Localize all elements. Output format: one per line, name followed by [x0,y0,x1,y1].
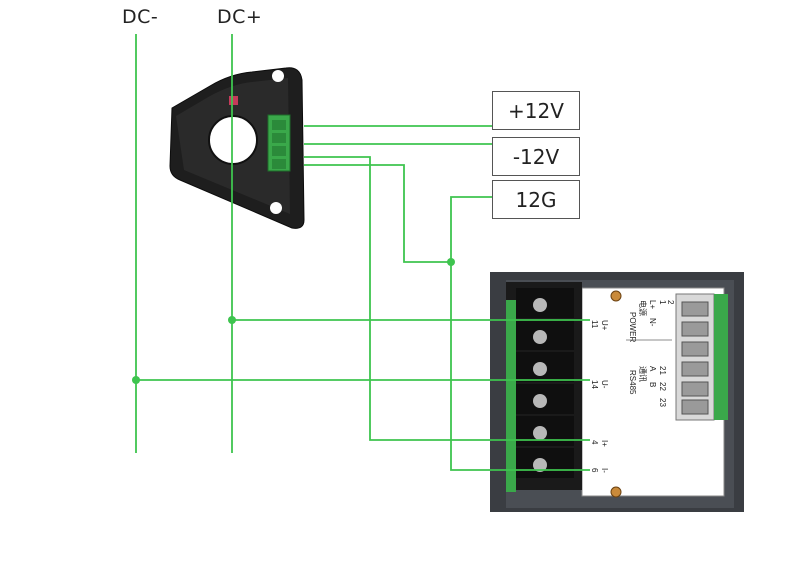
comm-signal-a: A [648,366,657,372]
sensor-mount-hole-bottom [270,202,282,214]
terminal-label-u-plus: U+ [600,320,609,331]
terminal-label-i-plus: I+ [600,440,609,447]
header-slot-3 [681,341,709,357]
junction-dc-plus [228,316,236,324]
supply-plus12v-label: +12V [508,98,564,123]
meter: U+ 11 U- 14 I+ 4 I- 6 1 2 L+ N- 电源 POWER [490,272,744,512]
terminal-5 [516,416,574,446]
wire-sensor-gnd [304,164,451,263]
terminal-label-u-minus: U- [600,380,609,389]
comm-en-label: RS485 [628,370,637,395]
screw-icon [533,330,547,344]
dc-plus-label: DC+ [217,6,263,28]
sensor-pin-1 [272,120,286,130]
sensor-indicator [229,96,238,105]
terminal-label-column: U+ 11 U- 14 I+ 4 I- 6 [590,320,609,473]
power-signal-n: N- [648,318,657,327]
terminal-label-4: 4 [590,440,599,445]
power-pin-1: 1 [658,300,667,305]
wires [135,34,590,471]
supply-gnd-label: 12G [515,187,557,212]
screw-icon [533,362,547,376]
junction-dots [132,258,455,384]
pin-header-green [714,294,728,420]
comm-label-block: 21 22 23 A B 通讯 RS485 [628,366,667,407]
header-slot-6 [681,399,709,415]
power-label-block: 1 2 L+ N- 电源 POWER [628,300,675,342]
sensor-mount-hole-top [272,70,284,82]
wire-sensor-iplus [304,156,590,441]
hall-sensor [169,67,305,229]
comm-pin-23: 23 [658,398,667,407]
power-cn-label: 电源 [638,300,648,316]
brass-screw-bottom-icon [610,486,622,498]
terminal-screws [516,288,574,478]
sensor-pin-2 [272,133,286,143]
junction-dc-minus [132,376,140,384]
terminal-1 [516,288,574,318]
header-slot-2 [681,321,709,337]
brass-screw-top-icon [610,290,622,302]
terminal-2 [516,320,574,350]
power-signal-l: L+ [648,300,657,309]
terminal-label-i-minus: I- [600,468,609,473]
power-pin-2: 2 [666,300,675,305]
supply-plus12v-box: +12V [492,91,580,130]
comm-cn-label: 通讯 [638,366,648,382]
comm-pin-21: 21 [658,366,667,375]
dc-minus-label: DC- [122,6,159,28]
terminal-4 [516,384,574,414]
terminal-label-14: 14 [590,380,599,389]
header-slot-4 [681,361,709,377]
sensor-pin-3 [272,146,286,156]
screw-icon [533,458,547,472]
supply-minus12v-box: -12V [492,137,580,176]
comm-signal-b: B [648,382,657,387]
terminal-label-11: 11 [590,320,599,329]
terminal-6 [516,448,574,478]
pin-header-slots [681,301,709,415]
header-slot-5 [681,381,709,397]
wire-gnd-iminus [450,196,590,471]
screw-icon [533,426,547,440]
supply-minus12v-label: -12V [512,144,560,169]
screw-icon [533,394,547,408]
terminal-3 [516,352,574,382]
supply-gnd-box: 12G [492,180,580,219]
comm-pin-22: 22 [658,382,667,391]
sensor-aperture [208,115,258,165]
terminal-green-strip [506,300,516,492]
junction-gnd [447,258,455,266]
sensor-pin-4 [272,159,286,169]
power-en-label: POWER [628,312,637,342]
header-slot-1 [681,301,709,317]
terminal-label-6: 6 [590,468,599,473]
screw-icon [533,298,547,312]
